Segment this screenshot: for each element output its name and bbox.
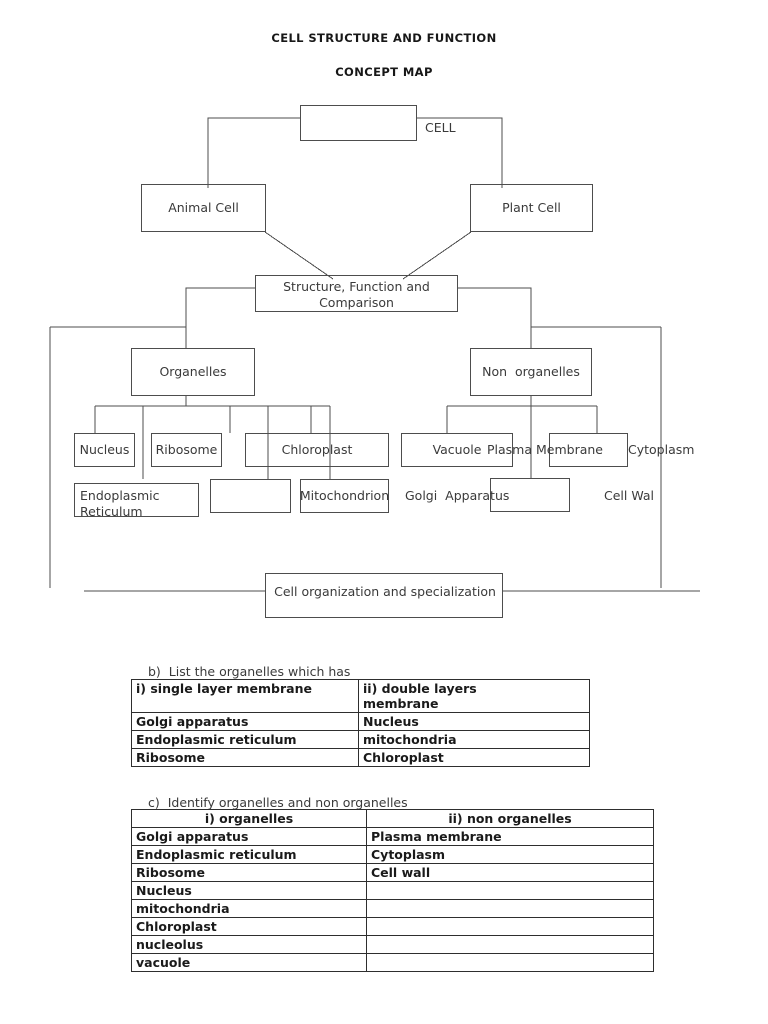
node-cell-organization (265, 573, 503, 618)
table-row: mitochondria (131, 899, 654, 918)
cell-organelles-8: vacuole (131, 953, 367, 972)
table-row: Ribosome Cell wall (131, 863, 654, 882)
table-row: vacuole (131, 953, 654, 972)
column-header-double-layer: ii) double layers membrane (358, 679, 590, 713)
table-question-c: i) organelles ii) non organelles Golgi a… (131, 809, 654, 972)
cell-organelles-5: mitochondria (131, 899, 367, 918)
cell-organelles-6: Chloroplast (131, 917, 367, 936)
table-row: Chloroplast (131, 917, 654, 936)
document-subtitle: CONCEPT MAP (335, 64, 433, 79)
table-header-row: i) single layer membrane ii) double laye… (131, 679, 590, 713)
node-endoplasmic-reticulum (74, 483, 199, 517)
node-organelles-label: Organelles (159, 364, 227, 379)
table-row: Endoplasmic reticulum mitochondria (131, 730, 590, 749)
concept-map-diagram: CELL Animal Cell Plant Cell Structure, F… (49, 105, 700, 618)
node-animal-cell (141, 184, 266, 232)
node-golgi-apparatus-label: Golgi Apparatus (405, 488, 510, 503)
node-non-organelles (470, 348, 592, 396)
node-mitochondrion (300, 479, 389, 513)
node-ribosome (151, 433, 222, 467)
cell-single-layer-2: Endoplasmic reticulum (131, 730, 359, 749)
column-header-single-layer: i) single layer membrane (131, 679, 359, 713)
node-chloroplast-label: Chloroplast (281, 442, 353, 457)
node-cell (300, 105, 417, 141)
cell-non-organelles-7 (366, 935, 654, 954)
node-plasma-membrane-box (549, 433, 628, 467)
cell-non-organelles-4 (366, 881, 654, 900)
cell-non-organelles-6 (366, 917, 654, 936)
node-chloroplast (245, 433, 389, 467)
cell-organelles-2: Endoplasmic reticulum (131, 845, 367, 864)
question-c-caption: c) Identify organelles and non organelle… (148, 795, 408, 810)
node-structure-function-comparison (255, 275, 458, 312)
cell-single-layer-1: Golgi apparatus (131, 712, 359, 731)
node-organelles (131, 348, 255, 396)
cell-non-organelles-3: Cell wall (366, 863, 654, 882)
cell-non-organelles-2: Cytoplasm (366, 845, 654, 864)
cell-double-layer-2: mitochondria (358, 730, 590, 749)
table-row: Endoplasmic reticulum Cytoplasm (131, 845, 654, 864)
cell-double-layer-3: Chloroplast (358, 748, 590, 767)
table-row: nucleolus (131, 935, 654, 954)
cell-non-organelles-8 (366, 953, 654, 972)
document-title: CELL STRUCTURE AND FUNCTION (271, 30, 497, 45)
node-animal-cell-label: Animal Cell (168, 200, 239, 215)
cell-organelles-1: Golgi apparatus (131, 827, 367, 846)
node-mitochondrion-label: Mitochondrion (299, 488, 390, 503)
node-plant-cell-label: Plant Cell (502, 200, 561, 215)
concept-map-connectors (49, 117, 700, 592)
node-plant-cell (470, 184, 593, 232)
node-endoplasmic-reticulum-label: Endoplasmic Reticulum (80, 488, 160, 519)
cell-non-organelles-5 (366, 899, 654, 918)
cell-non-organelles-1: Plasma membrane (366, 827, 654, 846)
question-b-caption: b) List the organelles which has (148, 664, 351, 679)
column-header-non-organelles: ii) non organelles (366, 809, 654, 828)
node-vacuole-label: Vacuole (432, 442, 482, 457)
node-non-organelles-label: Non organelles (482, 364, 580, 379)
table-header-row: i) organelles ii) non organelles (131, 809, 654, 828)
node-cell-organization-label: Cell organization and specialization (274, 584, 496, 599)
cell-organelles-7: nucleolus (131, 935, 367, 954)
node-ribosome-label: Ribosome (155, 442, 218, 457)
node-golgi-apparatus-box (490, 478, 570, 512)
column-header-organelles: i) organelles (131, 809, 367, 828)
node-cytoplasm-label: Cytoplasm (628, 442, 695, 457)
table-row: Golgi apparatus Plasma membrane (131, 827, 654, 846)
cell-organelles-3: Ribosome (131, 863, 367, 882)
node-cell-external-label: CELL (425, 120, 456, 135)
cell-single-layer-3: Ribosome (131, 748, 359, 767)
table-row: Golgi apparatus Nucleus (131, 712, 590, 731)
cell-double-layer-1: Nucleus (358, 712, 590, 731)
node-blank-box-left (210, 479, 291, 513)
table-row: Ribosome Chloroplast (131, 748, 590, 767)
node-structure-function-comparison-label: Structure, Function and Comparison (283, 279, 430, 310)
node-nucleus (74, 433, 135, 467)
node-cell-wall-label: Cell Wal (604, 488, 655, 503)
table-question-b: i) single layer membrane ii) double laye… (131, 679, 590, 767)
table-row: Nucleus (131, 881, 654, 900)
node-vacuole (401, 433, 513, 467)
cell-organelles-4: Nucleus (131, 881, 367, 900)
node-nucleus-label: Nucleus (79, 442, 130, 457)
node-plasma-membrane-label: Plasma Membrane (487, 442, 603, 457)
